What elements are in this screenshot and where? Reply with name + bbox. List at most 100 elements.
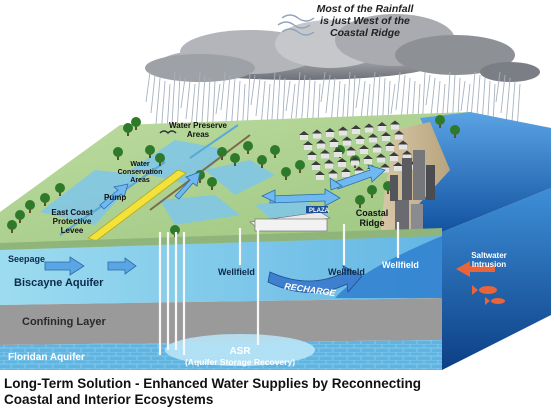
house-icon xyxy=(389,152,399,161)
house-icon xyxy=(355,135,365,144)
rain-streak xyxy=(390,83,396,115)
tree-icon xyxy=(270,145,280,158)
surface-flow-arrows xyxy=(99,164,386,210)
confining-layer xyxy=(0,298,442,345)
wellfield-label-3: Wellfield xyxy=(382,260,419,270)
water-preserve-areas-line2: Areas xyxy=(187,130,210,139)
house-icon xyxy=(312,129,322,139)
soil-edge xyxy=(0,228,442,250)
rain-streak xyxy=(325,74,331,114)
rain-streak xyxy=(460,80,466,112)
plaza-building xyxy=(249,206,331,232)
house-icon xyxy=(328,169,338,179)
house-icon xyxy=(333,148,343,157)
rain-streak xyxy=(155,77,161,125)
rain-streak xyxy=(260,80,266,128)
house-icon xyxy=(363,155,373,164)
water-preserve-areas-line1: Water Preserve xyxy=(169,121,228,130)
rain-streak xyxy=(320,71,326,103)
recharge-arrow xyxy=(267,265,363,293)
saltwater-intrusion-line1: Saltwater xyxy=(471,251,507,260)
saltwater-intrusion-wedge xyxy=(335,236,442,298)
tree-icon xyxy=(145,145,155,158)
well-pipes xyxy=(158,222,400,355)
coastal-ridge-line2: Ridge xyxy=(359,218,384,228)
tree-icon xyxy=(243,141,253,154)
seepage-arrows xyxy=(44,256,137,276)
house-icon xyxy=(299,131,309,140)
tree-icon xyxy=(123,123,133,136)
canal xyxy=(189,124,239,159)
pump-label: Pump xyxy=(104,193,126,202)
house-icon xyxy=(364,123,374,133)
rain-streak xyxy=(285,80,291,112)
fish-icon xyxy=(472,285,505,305)
tree-icon xyxy=(25,200,35,213)
house-icon xyxy=(354,166,364,176)
rain-streak xyxy=(225,74,231,122)
house-icon xyxy=(394,130,404,140)
coastal-ridge-line1: Coastal xyxy=(356,208,389,218)
rain-streak xyxy=(355,77,361,109)
rain-streak xyxy=(290,83,296,123)
house-icon xyxy=(393,162,403,171)
tree-icon xyxy=(55,183,65,196)
tree-icon xyxy=(355,195,365,208)
ocean-surface xyxy=(415,112,551,238)
confining-layer-label: Confining Layer xyxy=(22,316,106,328)
rain-streak xyxy=(330,77,336,125)
caption-line1: Long-Term Solution - Enhanced Water Supp… xyxy=(4,376,422,391)
rain-streak xyxy=(395,71,401,111)
rain-streak xyxy=(215,83,221,115)
tree-icon xyxy=(281,167,291,180)
east-coast-levee-line2: Protective xyxy=(53,217,92,226)
caption-line2: Coastal and Interior Ecosystems xyxy=(4,392,214,407)
tree-icon xyxy=(15,210,25,223)
house-icon xyxy=(377,122,387,131)
rain-cloud xyxy=(145,14,540,82)
seepage-label: Seepage xyxy=(8,254,45,264)
tree-icon xyxy=(230,153,240,166)
house-icon xyxy=(315,171,325,180)
house-icon xyxy=(342,136,352,146)
water-conservation-line2: Conservation xyxy=(118,169,163,176)
east-coast-levee-line1: East Coast xyxy=(51,208,93,217)
tree-icon xyxy=(131,117,141,130)
tree-icon xyxy=(367,185,377,198)
city-buildings xyxy=(390,150,435,230)
house-icon xyxy=(338,126,348,136)
ocean-right-face xyxy=(442,188,551,370)
house-icon xyxy=(376,153,386,163)
rain-streak xyxy=(220,71,226,111)
house-icon xyxy=(337,158,347,167)
labels: Water Preserve Areas Water Conservation … xyxy=(8,121,507,367)
wind-lines-icon xyxy=(277,14,315,36)
house-icon xyxy=(368,133,378,143)
house-icon xyxy=(372,143,382,153)
rain-streak xyxy=(150,74,156,114)
rainfall-note-line3: Coastal Ridge xyxy=(330,27,400,39)
rain-streak xyxy=(255,77,261,117)
house-icon xyxy=(385,142,395,151)
house-icon xyxy=(341,168,351,177)
house-icon xyxy=(311,161,321,170)
tree-icon xyxy=(7,220,17,233)
house-icon xyxy=(324,159,334,169)
house-icon xyxy=(329,138,339,147)
house-icon xyxy=(316,139,326,149)
house-icon xyxy=(398,140,408,150)
house-icon xyxy=(350,156,360,166)
rain-streak xyxy=(425,74,431,106)
tree-icon xyxy=(113,147,123,160)
tree-icon xyxy=(257,155,267,168)
east-coast-levee-line3: Levee xyxy=(61,226,84,235)
rain-streak xyxy=(495,71,501,103)
water-conservation-line3: Areas xyxy=(130,177,150,184)
figure-caption: Long-Term Solution - Enhanced Water Supp… xyxy=(4,376,549,408)
tree-icon xyxy=(207,177,217,190)
rain-streak xyxy=(505,77,511,125)
house-icon xyxy=(320,149,330,159)
asr-label-line1: ASR xyxy=(229,346,251,357)
